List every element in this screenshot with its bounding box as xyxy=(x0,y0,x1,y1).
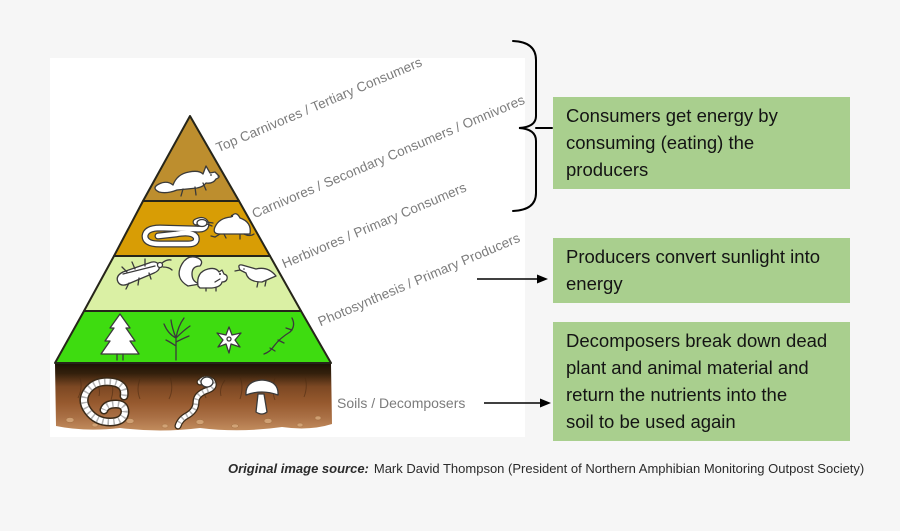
fox-icon xyxy=(154,165,220,197)
coiled-worm-icon xyxy=(79,377,130,427)
label-soils-decomposers: Soils / Decomposers xyxy=(337,395,466,411)
bird-icon xyxy=(234,264,277,288)
image-source-caption: Original image source: Mark David Thompso… xyxy=(228,461,864,476)
arrowhead xyxy=(537,274,548,284)
caption-text: Mark David Thompson (President of Northe… xyxy=(373,461,865,476)
frog-icon xyxy=(210,213,255,240)
bare-tree-icon xyxy=(163,317,191,361)
snake-icon xyxy=(141,216,214,248)
callout-line: return the nutrients into the xyxy=(566,384,788,405)
callout-line: energy xyxy=(566,273,623,294)
callout-line: Decomposers break down dead xyxy=(566,330,828,351)
pyramid-layer-producers xyxy=(54,310,332,364)
conifer-icon xyxy=(100,313,140,361)
callout-line: plant and animal material and xyxy=(566,357,809,378)
worm-icon xyxy=(174,375,217,430)
brace-connector xyxy=(512,40,553,212)
flower-icon xyxy=(216,326,242,354)
callout-decomposers: Decomposers break down dead plant and an… xyxy=(553,322,850,441)
producers-arrow xyxy=(477,274,548,284)
arrowhead xyxy=(540,398,551,408)
callout-line: Consumers get energy by xyxy=(566,105,778,126)
curly-brace xyxy=(512,40,537,212)
callout-line: soil to be used again xyxy=(566,411,736,432)
callout-line: Producers convert sunlight into xyxy=(566,246,820,267)
decomposers-arrow xyxy=(484,398,551,408)
callout-producers: Producers convert sunlight into energy xyxy=(553,238,850,303)
soil-pebbles xyxy=(65,415,322,429)
squirrel-icon xyxy=(178,256,228,292)
caption-prefix: Original image source: xyxy=(228,461,369,476)
callout-line: consuming (eating) the xyxy=(566,132,755,153)
beetle-icon xyxy=(116,258,173,290)
mushroom-icon xyxy=(245,379,279,415)
callout-line: producers xyxy=(566,159,649,180)
callout-consumers: Consumers get energy by consuming (eatin… xyxy=(553,97,850,189)
vine-icon xyxy=(263,317,295,355)
